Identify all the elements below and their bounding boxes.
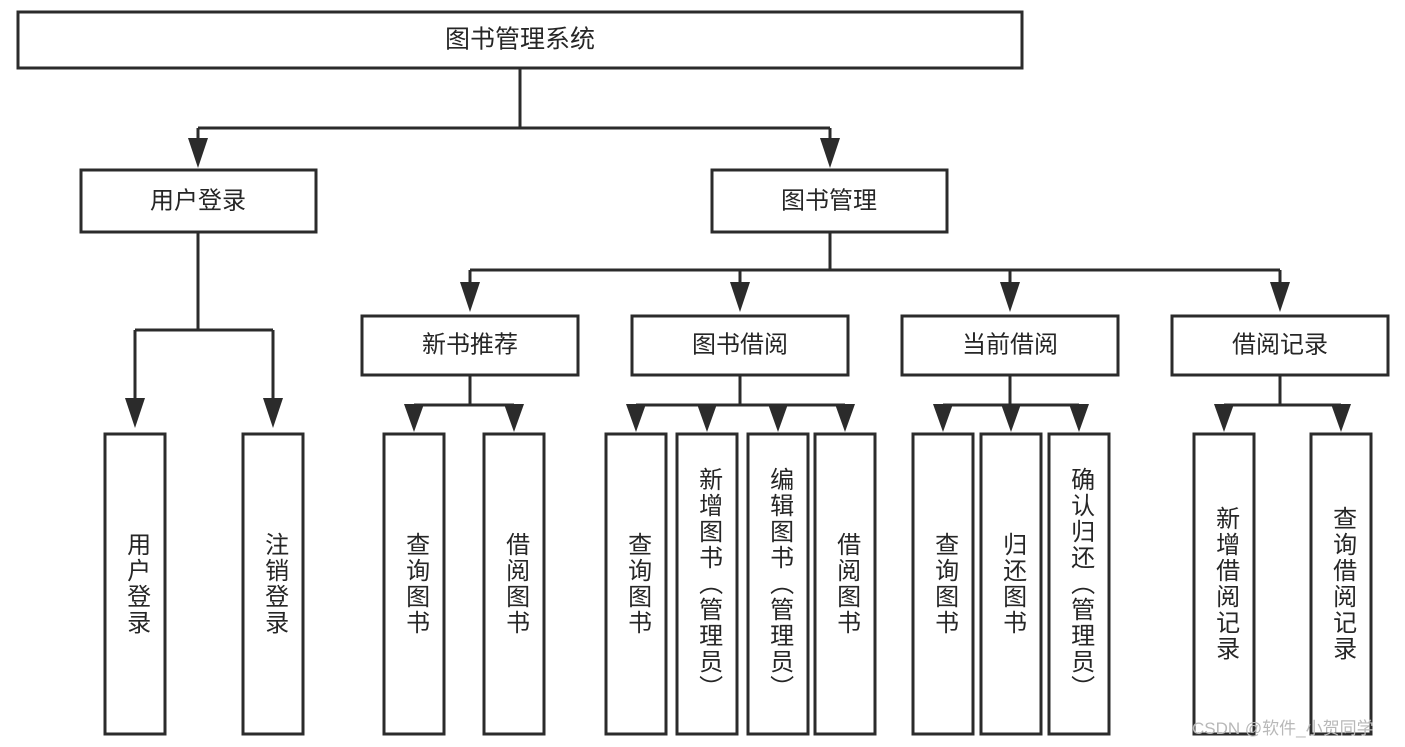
leaf-node-label: 注销登录: [261, 532, 289, 636]
leaf-node-box: [382, 432, 446, 736]
leaf-node-label: 编辑图书（管理员）: [766, 467, 794, 701]
node-borrow-record-box: [1170, 314, 1390, 377]
node-borrow-record[interactable]: 借阅记录: [1170, 314, 1390, 377]
leaf-node-box: [241, 432, 305, 736]
leaf-node-box: [1192, 432, 1256, 736]
arrow-head-icon: [1001, 404, 1021, 432]
leaf-node-box: [746, 432, 810, 736]
connector-userlogin-to-leaves: [125, 232, 283, 428]
leaf-node-label: 用户登录: [123, 532, 151, 636]
node-book-management[interactable]: 图书管理: [710, 168, 949, 234]
leaf-node-query-book-borrow[interactable]: 查询图书: [604, 432, 668, 736]
arrow-head-icon: [263, 398, 283, 428]
leaf-node-query-book-current[interactable]: 查询图书: [911, 432, 975, 736]
leaf-node-box: [1309, 432, 1373, 736]
leaf-node-label: 归还图书: [999, 532, 1027, 636]
leaf-node-add-borrow-record[interactable]: 新增借阅记录: [1192, 432, 1256, 736]
arrow-head-icon: [835, 404, 855, 432]
node-book-borrow[interactable]: 图书借阅: [630, 314, 850, 377]
leaf-node-box: [911, 432, 975, 736]
leaf-node-query-borrow-record[interactable]: 查询借阅记录: [1309, 432, 1373, 736]
node-current-borrow-label: 当前借阅: [962, 331, 1058, 358]
leaf-node-box: [103, 432, 167, 736]
leaf-node-borrow-book-recommend[interactable]: 借阅图书: [482, 432, 546, 736]
arrow-head-icon: [1214, 404, 1234, 432]
node-root-book-management-system[interactable]: 图书管理系统: [16, 10, 1024, 70]
connector-borrowrecord-to-leaves: [1214, 375, 1351, 432]
leaf-node-box: [979, 432, 1043, 736]
node-new-book-recommend[interactable]: 新书推荐: [360, 314, 580, 377]
node-new-book-recommend-box: [360, 314, 580, 377]
leaf-node-query-book-recommend[interactable]: 查询图书: [382, 432, 446, 736]
leaf-node-logout-login[interactable]: 注销登录: [241, 432, 305, 736]
connector-newbook-to-leaves: [404, 375, 524, 432]
leaf-node-label: 查询借阅记录: [1329, 506, 1357, 662]
node-current-borrow-box: [900, 314, 1120, 377]
leaf-node-label: 查询图书: [931, 532, 959, 636]
leaf-node-label: 借阅图书: [502, 532, 530, 636]
node-user-login[interactable]: 用户登录: [79, 168, 318, 234]
node-book-management-label: 图书管理: [781, 187, 877, 214]
arrow-head-icon: [404, 404, 424, 432]
arrow-head-icon: [1069, 404, 1089, 432]
arrow-head-icon: [1000, 282, 1020, 312]
leaf-node-label: 确认归还（管理员）: [1067, 467, 1095, 701]
node-borrow-record-label: 借阅记录: [1232, 331, 1328, 358]
connector-currentborrow-to-leaves: [933, 375, 1089, 432]
leaf-node-box: [813, 432, 877, 736]
leaf-node-box: [482, 432, 546, 736]
leaf-node-edit-book-admin[interactable]: 编辑图书（管理员）: [746, 432, 810, 736]
node-book-management-box: [710, 168, 949, 234]
leaf-node-label: 查询图书: [624, 532, 652, 636]
arrow-head-icon: [1331, 404, 1351, 432]
node-user-login-label: 用户登录: [150, 187, 246, 214]
leaf-node-label: 借阅图书: [833, 532, 861, 636]
connector-bookmgmt-to-level3: [460, 232, 1290, 312]
leaf-node-borrow-book[interactable]: 借阅图书: [813, 432, 877, 736]
leaf-node-box: [604, 432, 668, 736]
connector-bookborrow-to-leaves: [626, 375, 855, 432]
leaf-node-label: 新增图书（管理员）: [695, 467, 723, 701]
arrow-head-icon: [460, 282, 480, 312]
leaf-node-box: [1047, 432, 1111, 736]
leaf-node-user-login[interactable]: 用户登录: [103, 432, 167, 736]
leaf-node-box: [675, 432, 739, 736]
node-root-label: 图书管理系统: [445, 26, 595, 54]
leaf-node-label: 查询图书: [402, 532, 430, 636]
node-current-borrow[interactable]: 当前借阅: [900, 314, 1120, 377]
node-root-box: [16, 10, 1024, 70]
arrow-head-icon: [820, 138, 840, 168]
arrow-head-icon: [1270, 282, 1290, 312]
node-user-login-box: [79, 168, 318, 234]
arrow-head-icon: [504, 404, 524, 432]
leaf-node-add-book-admin[interactable]: 新增图书（管理员）: [675, 432, 739, 736]
node-book-borrow-box: [630, 314, 850, 377]
connector-root-to-level2: [188, 68, 840, 168]
arrow-head-icon: [933, 404, 953, 432]
leaf-node-label: 新增借阅记录: [1212, 506, 1240, 662]
leaf-node-return-book[interactable]: 归还图书: [979, 432, 1043, 736]
node-new-book-recommend-label: 新书推荐: [422, 331, 518, 358]
arrow-head-icon: [730, 282, 750, 312]
arrow-head-icon: [697, 404, 717, 432]
arrow-head-icon: [768, 404, 788, 432]
arrow-head-icon: [188, 138, 208, 168]
arrow-head-icon: [626, 404, 646, 432]
arrow-head-icon: [125, 398, 145, 428]
leaf-node-confirm-return-admin[interactable]: 确认归还（管理员）: [1047, 432, 1111, 736]
node-book-borrow-label: 图书借阅: [692, 331, 788, 358]
